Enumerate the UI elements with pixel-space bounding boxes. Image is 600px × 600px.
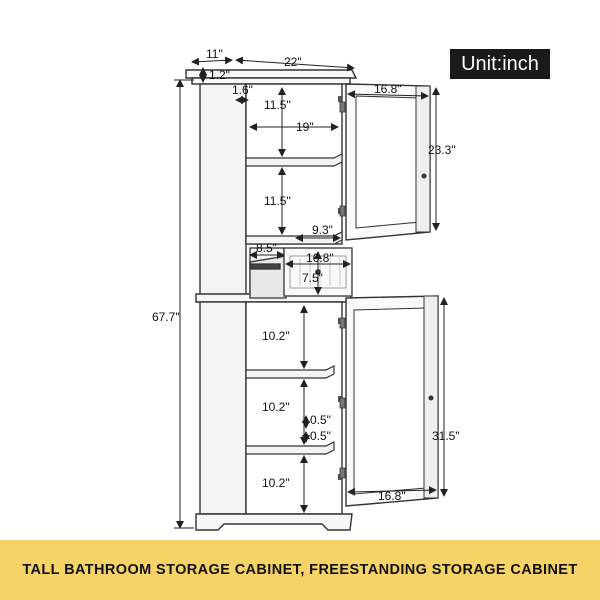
lower-door-width-label: 16.8" <box>378 489 406 503</box>
upper-door[interactable] <box>345 83 431 241</box>
dimension-labels: 11" 22" 1.2" 67.7" 1.6" 11.5" 19" 11.5" … <box>152 47 460 503</box>
lower-door-knob[interactable] <box>428 395 434 401</box>
depth-dim-line <box>191 56 233 66</box>
upper-shelf-1 <box>245 153 343 167</box>
title-banner: TALL BATHROOM STORAGE CABINET, FREESTAND… <box>0 540 600 600</box>
top-thickness-label: 1.2" <box>209 68 230 82</box>
hinge-lower-mid <box>339 397 346 409</box>
width-dim-line <box>235 56 355 72</box>
back-panel-lower <box>245 301 343 515</box>
hinge-upper-bottom <box>339 205 346 217</box>
upper-door-glass <box>355 95 421 229</box>
drawer-height-label: 7.5" <box>302 271 323 285</box>
lower-door-width-dim-line <box>347 486 437 496</box>
hinge-lower-bottom <box>339 467 346 479</box>
lower-gap-2-label: 10.2" <box>262 400 290 414</box>
lower-door-height-label: 31.5" <box>432 429 460 443</box>
dimension-lines <box>174 56 448 529</box>
lower-shelves <box>245 365 335 455</box>
lower-shelf-1 <box>245 365 335 379</box>
cabinet-base <box>195 513 353 531</box>
unit-badge: Unit:inch <box>450 49 550 79</box>
hinge-lower-top <box>339 317 346 329</box>
lower-shelf-2 <box>245 441 335 455</box>
shelf-step-1-label: 0.5" <box>310 413 331 427</box>
hinge-upper-top <box>339 101 346 113</box>
shelf-depth-label: 9.3" <box>312 223 333 237</box>
width-label: 22" <box>284 55 302 69</box>
drawer-runner <box>249 263 281 270</box>
depth-label: 11" <box>206 47 223 61</box>
upper-door-width-label: 16.8" <box>374 82 402 96</box>
side-panel-lower <box>199 301 247 515</box>
side-offset-label: 1.6" <box>232 83 253 97</box>
lower-gap-1-label: 10.2" <box>262 329 290 343</box>
upper-door-knob[interactable] <box>421 173 427 179</box>
cabinet-diagram: 11" 22" 1.2" 67.7" 1.6" 11.5" 19" 11.5" … <box>152 47 460 531</box>
upper-door-edge <box>415 85 431 233</box>
banner-title: TALL BATHROOM STORAGE CABINET, FREESTAND… <box>22 562 578 578</box>
drawer-width-label: 16.8" <box>306 251 334 265</box>
upper-gap-1-label: 11.5" <box>264 98 291 112</box>
drawer-side <box>249 255 287 299</box>
cabinet-body <box>185 69 358 531</box>
door-hinges <box>339 101 346 479</box>
upper-gap-2-label: 11.5" <box>264 194 291 208</box>
upper-door-width-dim-line <box>347 90 429 100</box>
height-label: 67.7" <box>152 310 180 324</box>
shelf-step-2-label: 0.5" <box>310 429 331 443</box>
side-panel-upper <box>199 83 247 297</box>
upper-door-height-label: 23.3" <box>428 143 456 157</box>
drawer-depth-label: 8.5" <box>256 241 277 255</box>
lower-door[interactable] <box>345 295 439 507</box>
lower-gap-3-label: 10.2" <box>262 476 290 490</box>
lower-door-inset <box>353 307 427 495</box>
upper-inner-width-label: 19" <box>296 120 314 134</box>
